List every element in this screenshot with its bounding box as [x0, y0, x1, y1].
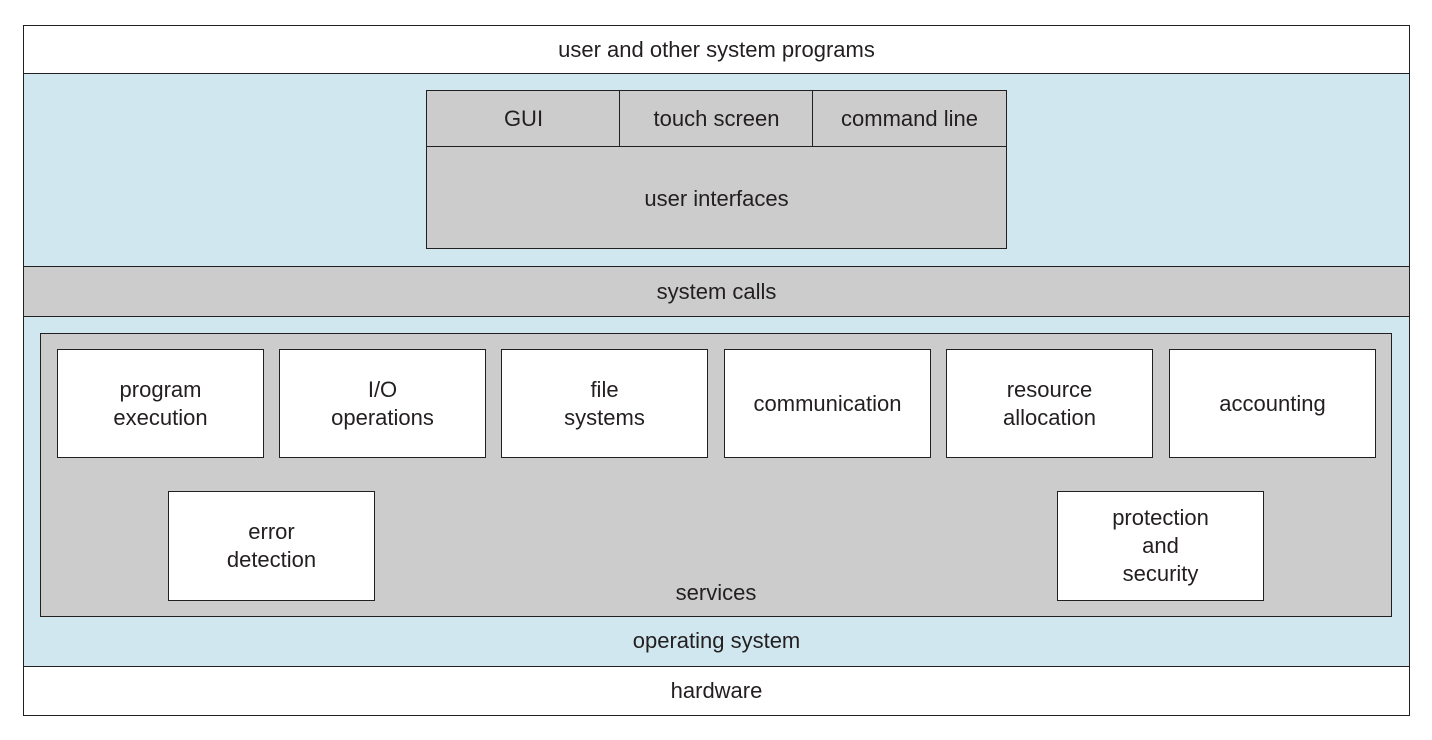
user-interfaces-label: user interfaces	[644, 186, 789, 211]
services-label: services	[675, 580, 757, 605]
hardware-label: hardware	[670, 678, 763, 703]
service-resource-allocation: resource allocation	[946, 349, 1153, 458]
hardware-layer: hardware	[23, 666, 1410, 716]
user-programs-label: user and other system programs	[558, 37, 875, 62]
service-communication: communication	[724, 349, 931, 458]
service-program-execution: program execution	[57, 349, 264, 458]
service-protection-security: protection and security	[1057, 491, 1264, 601]
ui-item-touch-screen-label: touch screen	[653, 105, 780, 131]
service-accounting: accounting	[1169, 349, 1376, 458]
system-calls-label: system calls	[656, 278, 777, 304]
system-calls-layer: system calls	[23, 266, 1410, 317]
service-io-operations: I/O operations	[279, 349, 486, 458]
service-program-execution-label: program execution	[113, 376, 208, 430]
service-error-detection-label: error detection	[226, 519, 317, 572]
service-error-detection: error detection	[168, 491, 375, 601]
service-communication-label: communication	[753, 390, 902, 416]
service-accounting-label: accounting	[1219, 390, 1326, 416]
service-file-systems: file systems	[501, 349, 708, 458]
user-programs-layer: user and other system programs	[23, 25, 1410, 75]
operating-system-label: operating system	[632, 628, 801, 653]
service-protection-security-label: protection and security	[1112, 505, 1209, 586]
service-resource-allocation-label: resource allocation	[1003, 376, 1096, 430]
ui-item-gui: GUI	[426, 90, 621, 147]
ui-item-touch-screen: touch screen	[619, 90, 814, 147]
service-file-systems-label: file systems	[564, 376, 645, 430]
service-io-operations-label: I/O operations	[331, 376, 434, 430]
ui-item-command-line-label: command line	[841, 105, 978, 131]
ui-item-gui-label: GUI	[503, 105, 544, 131]
ui-item-command-line: command line	[812, 90, 1007, 147]
